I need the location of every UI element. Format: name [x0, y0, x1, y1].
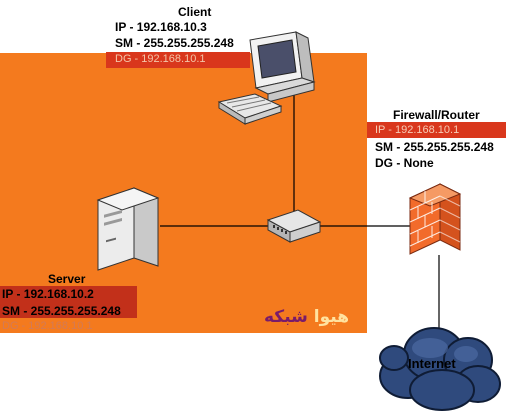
firewall-default-gateway: DG - None: [375, 156, 434, 170]
watermark-word-1: هیوا: [313, 307, 349, 327]
firewall-subnet-mask: SM - 255.255.255.248: [375, 140, 494, 154]
client-subnet-mask: SM - 255.255.255.248: [115, 36, 234, 50]
client-title: Client: [178, 5, 212, 19]
desktop-computer-icon: [249, 31, 316, 103]
server-ip-band: [0, 286, 137, 302]
client-default-gateway: DG - 192.168.10.1: [115, 53, 206, 65]
network-switch-icon: [266, 209, 322, 243]
server-ip: IP - 192.168.10.2: [2, 287, 94, 301]
firewall-title: Firewall/Router: [393, 108, 480, 122]
keyboard-icon: [217, 93, 283, 125]
client-ip: IP - 192.168.10.3: [115, 20, 207, 34]
server-title: Server: [48, 272, 86, 286]
firewall-ip-band: [367, 122, 506, 138]
server-sm-band: [0, 302, 137, 318]
brick-firewall-icon: [408, 183, 462, 255]
server-subnet-mask: SM - 255.255.255.248: [2, 304, 121, 318]
tower-server-icon: [96, 187, 160, 271]
cloud-icon: [379, 327, 501, 411]
internet-label: Internet: [408, 356, 456, 371]
client-dg-band: [106, 52, 250, 68]
server-default-gateway: DG - 192.168.10.1: [2, 320, 93, 332]
firewall-ip: IP - 192.168.10.1: [375, 124, 460, 136]
brand-watermark: هیوا شبکه: [264, 307, 349, 327]
watermark-word-2: شبکه: [264, 307, 308, 327]
